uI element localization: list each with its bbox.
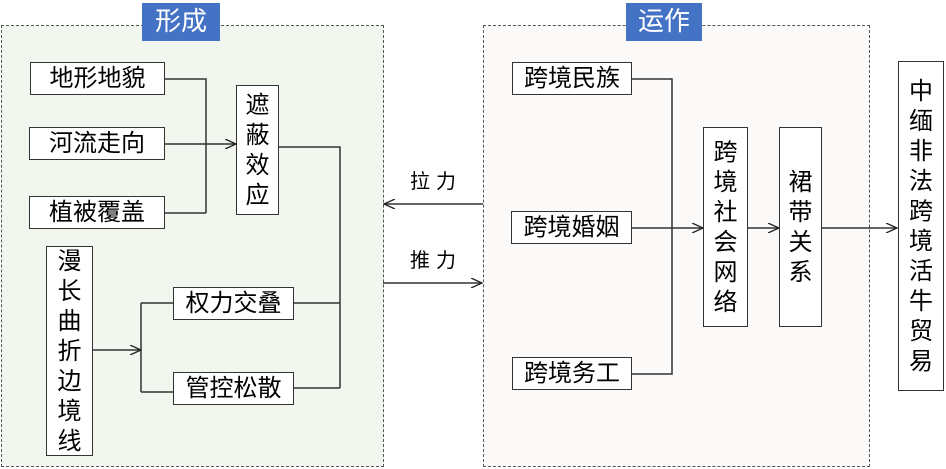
char: 系: [788, 258, 813, 286]
char: 边: [57, 367, 82, 395]
char: 裙: [788, 168, 813, 196]
border-line-box: 漫 长 曲 折 边 境 线: [46, 246, 93, 456]
char: 遮: [245, 91, 270, 119]
char: 折: [57, 337, 82, 365]
social-network-box: 跨 境 社 会 网 络: [703, 127, 748, 327]
char: 非: [909, 137, 933, 165]
push-force-label: 推力: [410, 248, 462, 272]
char: 牛: [909, 287, 933, 315]
char: 缅: [909, 107, 933, 135]
river-box: 河流走向: [29, 127, 165, 160]
char: 社: [713, 198, 738, 226]
line-split: [140, 302, 174, 393]
pull-force-label: 拉力: [410, 169, 462, 193]
operation-title-badge: 运作: [626, 3, 702, 41]
char: 法: [909, 167, 933, 195]
char: 境: [57, 397, 82, 425]
line-ethnic: [632, 78, 673, 375]
marriage-box: 跨境婚姻: [511, 211, 632, 244]
char: 跨: [713, 138, 738, 166]
char: 漫: [57, 247, 82, 275]
char: 会: [713, 228, 738, 256]
char: 络: [713, 288, 738, 316]
ethnic-box: 跨境民族: [512, 62, 632, 95]
char: 曲: [57, 307, 82, 335]
terrain-box: 地形地貌: [30, 62, 165, 95]
formation-title-badge: 形成: [142, 3, 220, 41]
char: 应: [245, 181, 270, 209]
char: 贸: [909, 317, 933, 345]
char: 效: [245, 151, 270, 179]
loose-control-box: 管控松散: [173, 372, 294, 405]
char: 蔽: [245, 121, 270, 149]
kinship-box: 裙 带 关 系: [779, 127, 822, 327]
shielding-effect-box: 遮 蔽 效 应: [236, 85, 279, 215]
char: 网: [713, 258, 738, 286]
vegetation-box: 植被覆盖: [29, 196, 165, 229]
char: 跨: [909, 197, 933, 225]
char: 关: [788, 228, 813, 256]
char: 境: [909, 227, 933, 255]
char: 易: [909, 347, 933, 375]
char: 境: [713, 168, 738, 196]
line-terrain: [165, 78, 207, 213]
result-box: 中 缅 非 法 跨 境 活 牛 贸 易: [898, 61, 944, 391]
labor-box: 跨境务工: [512, 357, 632, 390]
char: 带: [788, 198, 813, 226]
char: 长: [57, 277, 82, 305]
char: 活: [909, 257, 933, 285]
line-shielding-out: [279, 146, 341, 388]
char: 中: [909, 77, 933, 105]
power-overlap-box: 权力交叠: [173, 287, 294, 320]
char: 线: [57, 427, 82, 455]
